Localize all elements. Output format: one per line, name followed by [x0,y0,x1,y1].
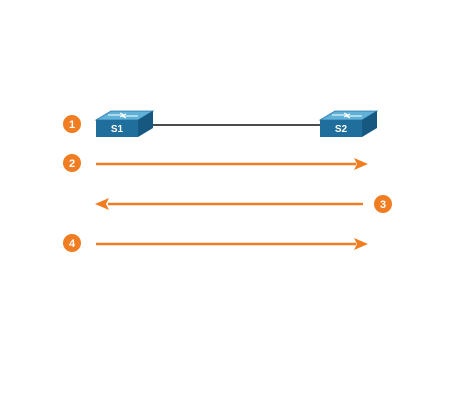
step-3-badge: 3 [374,195,392,213]
step-4-number: 4 [69,238,76,250]
step-1-badge: 1 [63,115,81,133]
step-2-arrow [96,158,368,170]
step-4-badge: 4 [63,234,81,252]
switch-label-s1: S1 [111,124,124,135]
switch-icon [94,110,155,137]
step-3-number: 3 [380,199,386,211]
switch-s1: S1 [94,110,155,137]
switch-s2: S2 [318,110,379,137]
step-4-arrow [96,238,368,250]
switch-icon [318,110,379,137]
step-3-arrow [95,198,363,210]
switch-label-s2: S2 [335,124,348,135]
step-2-badge: 2 [63,154,81,172]
step-1-number: 1 [69,119,75,131]
step-2-number: 2 [69,158,75,170]
